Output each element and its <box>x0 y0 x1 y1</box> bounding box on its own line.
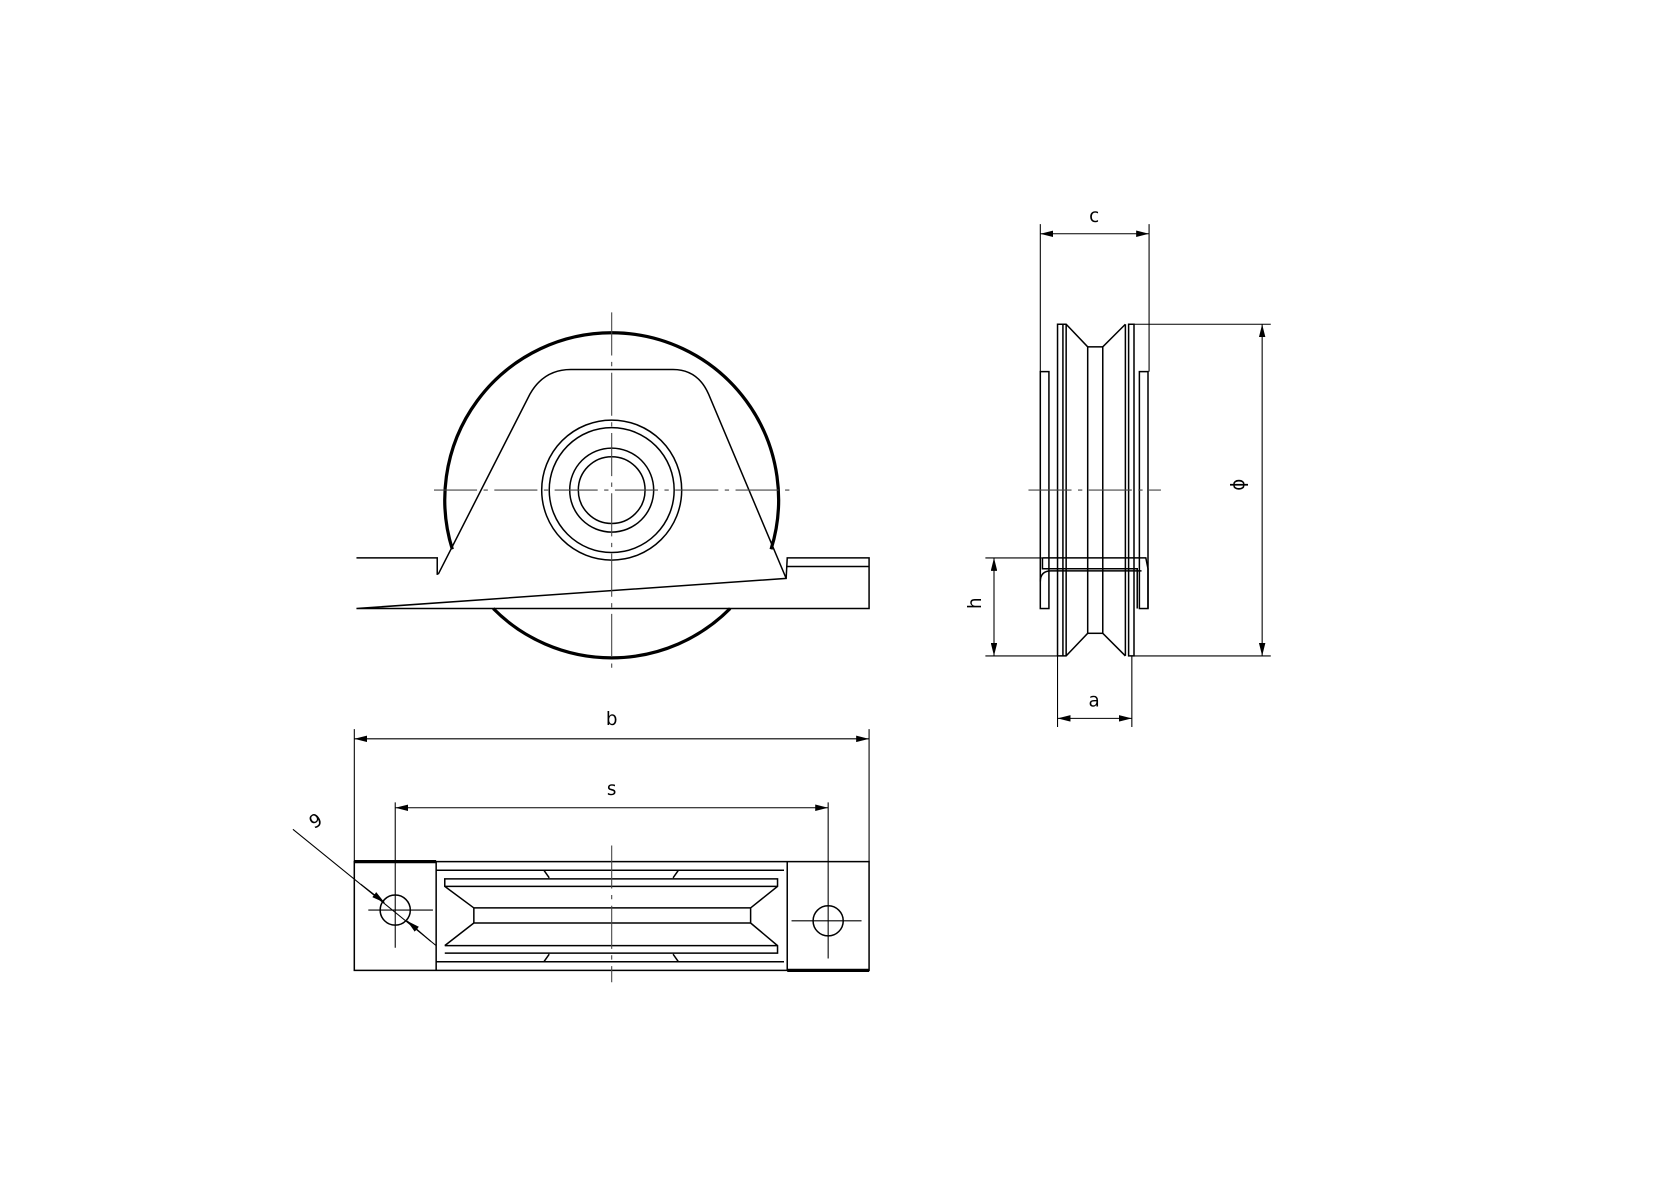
wheel-profile <box>436 869 784 963</box>
h-label: h <box>965 597 986 609</box>
hole-arrow-2 <box>406 920 432 942</box>
b-label: b <box>606 709 618 730</box>
bearing-outer-inner <box>548 426 675 554</box>
wheel-lower-arc <box>492 607 732 660</box>
bracket-section <box>1039 557 1149 609</box>
bracket <box>437 368 787 579</box>
diameter-label: ϕ <box>1228 479 1249 491</box>
base-plate <box>356 557 870 610</box>
hole-label: 9 <box>306 810 327 834</box>
top-view: b s 9 <box>292 709 870 983</box>
c-label: c <box>1089 206 1099 227</box>
hole-arrow-1 <box>360 883 385 903</box>
side-view: c ϕ h a <box>965 206 1271 727</box>
front-view <box>356 312 870 670</box>
s-label: s <box>607 779 617 800</box>
a-label: a <box>1089 691 1100 712</box>
